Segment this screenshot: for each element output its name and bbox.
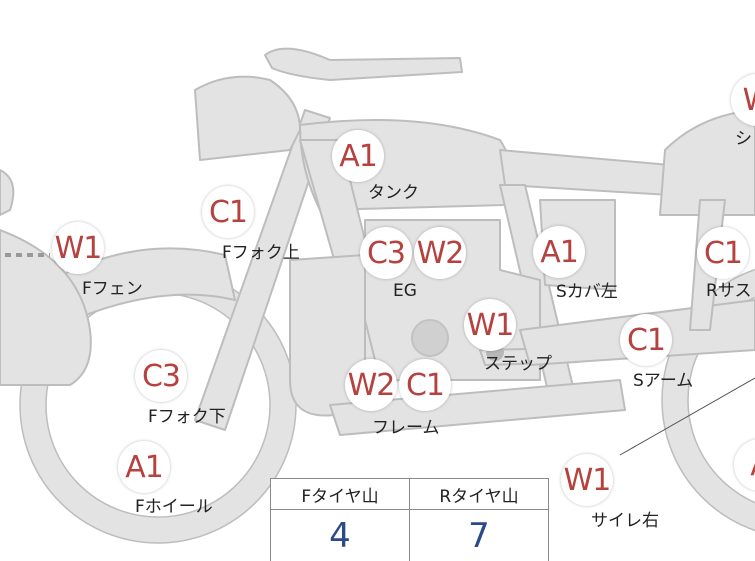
headlight — [194, 75, 301, 161]
grade-badge-ffork-lower: C3 — [135, 350, 187, 402]
grade-badge-eg-1: C3 — [360, 227, 412, 279]
grade-badge-sarm: C1 — [620, 314, 672, 366]
tire-tread-table: Fタイヤ山 Rタイヤ山 4 7 — [270, 478, 549, 561]
grade-badge-rwheel: A — [734, 439, 755, 491]
label-rsus: Rサス — [706, 281, 752, 301]
label-tank: タンク — [368, 183, 419, 203]
grade-badge-fwheel: A1 — [118, 441, 170, 493]
grade-badge-step: W1 — [464, 299, 516, 351]
label-step: ステップ — [484, 354, 552, 374]
handlebar — [264, 47, 463, 81]
label-eg: EG — [393, 281, 417, 301]
grade-badge-tank: A1 — [332, 130, 384, 182]
label-frame: フレーム — [372, 418, 440, 438]
value-rear-tire: 7 — [409, 509, 549, 561]
grade-badge-frame-1: W2 — [345, 359, 397, 411]
header-rear-tire: Rタイヤ山 — [409, 478, 549, 510]
grade-badge-silencer-right: W1 — [561, 454, 613, 506]
front-cowl — [0, 169, 92, 386]
header-front-tire: Fタイヤ山 — [270, 478, 410, 510]
label-scover-left: Sカバ左 — [556, 282, 618, 302]
seat — [659, 109, 755, 216]
label-ffender: Fフェン — [82, 279, 143, 299]
label-fwheel: Fホイール — [135, 497, 213, 517]
grade-badge-ffork-upper: C1 — [202, 186, 254, 238]
label-sarm: Sアーム — [633, 371, 694, 391]
label-ffork-upper: Fフォク上 — [222, 243, 300, 263]
value-front-tire: 4 — [270, 509, 410, 561]
label-seat: シ — [735, 129, 752, 149]
rear-wheel — [662, 269, 755, 531]
grade-badge-rsus: C1 — [697, 227, 749, 279]
label-ffork-lower: Fフォク下 — [148, 407, 226, 427]
front-fork — [194, 109, 331, 431]
grade-badge-eg-2: W2 — [414, 227, 466, 279]
grade-badge-ffender: W1 — [52, 222, 104, 274]
label-silencer-right: サイレ右 — [591, 511, 659, 531]
grade-badge-frame-2: C1 — [399, 359, 451, 411]
grade-badge-scover-left: A1 — [533, 226, 585, 278]
